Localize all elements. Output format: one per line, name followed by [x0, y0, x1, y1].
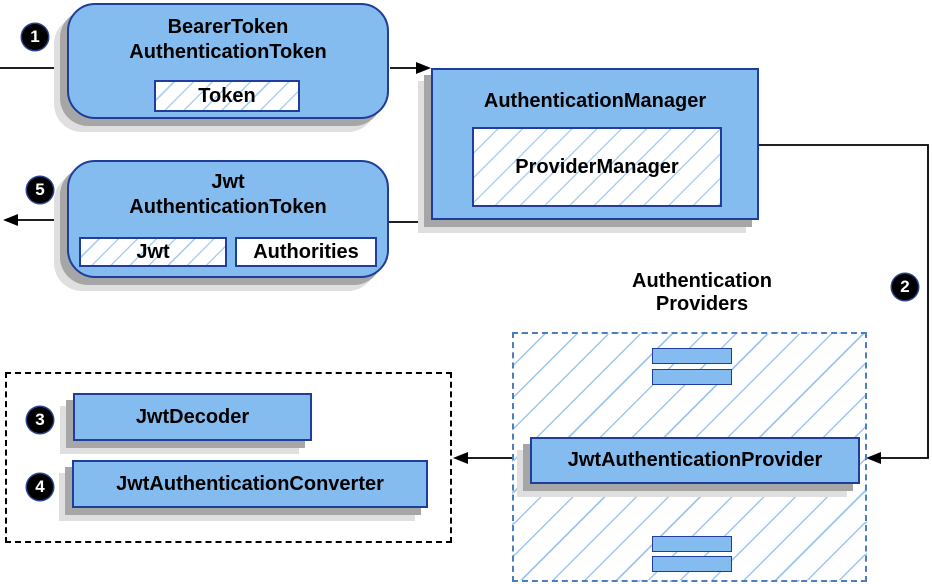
- provider-stub-bar-top-2: [652, 369, 732, 385]
- providers-heading-line2: Providers: [655, 293, 749, 315]
- node-jwt-authentication-provider: JwtAuthenticationProvider: [530, 437, 860, 484]
- chip-token: Token: [154, 80, 300, 112]
- badge-step-4: 4: [27, 474, 53, 500]
- arrowhead-manager-to-provider: [866, 452, 881, 464]
- bearer-token-title-line2: AuthenticationToken: [129, 41, 327, 63]
- badge-step-2: 2: [892, 274, 918, 300]
- providers-heading-line1: Authentication: [632, 270, 772, 292]
- node-jwt-authentication-converter: JwtAuthenticationConverter: [72, 460, 428, 508]
- badge-step-3: 3: [27, 407, 53, 433]
- provider-stub-bar-bottom-2: [652, 556, 732, 572]
- bearer-token-title-line1: BearerToken: [167, 16, 289, 38]
- jwt-token-title-line2: AuthenticationToken: [129, 196, 327, 218]
- badge-step-5: 5: [27, 177, 53, 203]
- authentication-providers-heading: Authentication Providers: [542, 270, 862, 316]
- node-jwt-decoder: JwtDecoder: [73, 393, 312, 441]
- provider-stub-bar-bottom-1: [652, 536, 732, 552]
- node-jwt-authentication-token: Jwt AuthenticationToken Jwt Authorities: [67, 160, 389, 278]
- node-authentication-manager: AuthenticationManager ProviderManager: [431, 68, 759, 220]
- jwt-token-title-line1: Jwt: [211, 171, 245, 193]
- badge-step-1: 1: [22, 24, 48, 50]
- authentication-manager-title: AuthenticationManager: [483, 90, 707, 112]
- group-jwt-converters: JwtDecoder JwtAuthenticationConverter: [5, 372, 452, 543]
- chip-jwt: Jwt: [79, 237, 227, 267]
- arrowhead-provider-to-converters: [453, 452, 468, 464]
- provider-stub-bar-top-1: [652, 348, 732, 364]
- arrowhead-bearer-to-manager: [416, 62, 431, 74]
- group-authentication-providers: JwtAuthenticationProvider: [512, 332, 867, 582]
- chip-provider-manager: ProviderManager: [472, 127, 722, 207]
- node-bearer-token-authentication-token: BearerToken AuthenticationToken Token: [67, 3, 389, 119]
- arrowhead-jwt-token-out: [3, 214, 18, 226]
- chip-authorities: Authorities: [235, 237, 377, 267]
- arrow-manager-to-provider: [759, 144, 929, 459]
